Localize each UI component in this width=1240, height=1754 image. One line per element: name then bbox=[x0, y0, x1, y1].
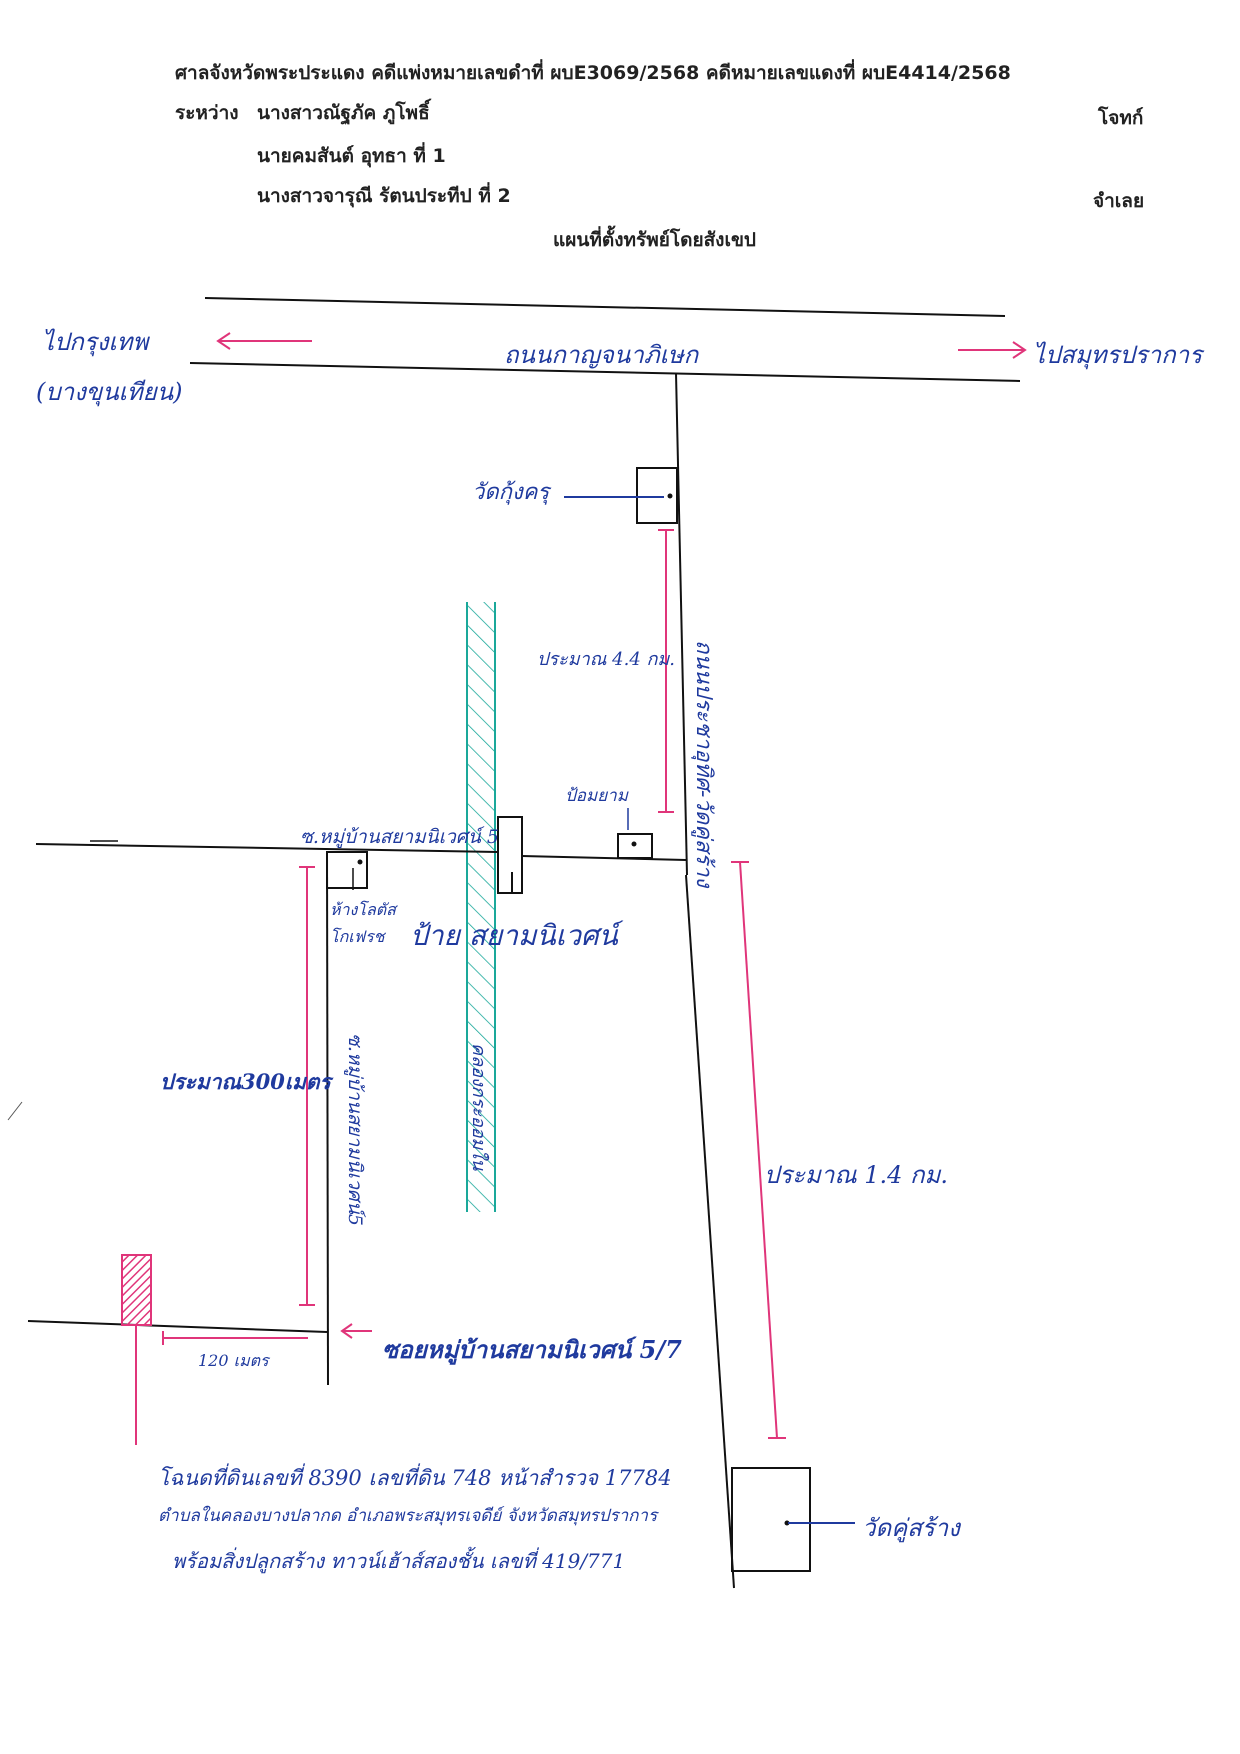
main-road-top-line bbox=[204, 297, 1006, 317]
soi-village5-road bbox=[35, 843, 499, 853]
label-lotus-store: ห้างโลตัส bbox=[330, 900, 396, 919]
side-road-left-edge bbox=[675, 372, 688, 876]
side-road-edge-lower bbox=[685, 874, 735, 1589]
lotus-store-box bbox=[326, 851, 368, 889]
canal-band bbox=[467, 602, 495, 1212]
label-police-box: ป้อมยาม bbox=[565, 786, 628, 806]
defendant-role: จำเลย bbox=[1093, 190, 1145, 212]
label-distance-120m: 120 เมตร bbox=[198, 1351, 269, 1370]
label-soi-5-7: ซอยหมู่บ้านสยามนิเวศน์ 5/7 bbox=[382, 1335, 682, 1364]
main-road-bottom-line bbox=[189, 362, 1021, 382]
dimension-1-4km bbox=[739, 861, 778, 1439]
soi-vertical-road bbox=[326, 851, 329, 1386]
label-lotus-store-2: โกเฟรช bbox=[330, 927, 385, 946]
label-wat-ku-sang: วัดคู่สร้าง bbox=[862, 1514, 960, 1542]
label-side-road: ถนนประชาอุทิศ-วัดคู่สร้าง bbox=[691, 640, 716, 888]
label-soi-vertical: ซ.หมู่บ้านสยามนิเวศน์5 bbox=[344, 1033, 366, 1226]
siam-niwet-sign bbox=[497, 816, 523, 894]
soi-5-7-road bbox=[27, 1320, 328, 1333]
wat-kung-kru-dot bbox=[667, 493, 673, 499]
plaintiff-name: นางสาวณัฐภัค ภูโพธิ์ bbox=[257, 102, 430, 124]
label-to-bangkok: ไปกรุงเทพ bbox=[42, 328, 149, 356]
label-distance-4-4km: ประมาณ 4.4 กม. bbox=[537, 649, 675, 670]
wat-kung-kru-box bbox=[636, 467, 678, 524]
defendant-1: นายคมสันต์ อุทธา ที่ 1 bbox=[257, 145, 446, 167]
police-box bbox=[617, 833, 653, 859]
label-sign: ป้าย สยามนิเวศน์ bbox=[410, 919, 618, 952]
property-deed-line-2: ตำบลในคลองบางปลากด อำเภอพระสมุทรเจดีย์ จ… bbox=[158, 1506, 658, 1526]
soi-village5-road-right bbox=[521, 855, 687, 861]
property-deed-line-3: พร้อมสิ่งปลูกสร้าง ทาวน์เฮ้าส์สองชั้น เล… bbox=[172, 1549, 626, 1573]
label-canal: คลองกระออมใน bbox=[468, 1043, 489, 1171]
label-soi-village5: ซ.หมู่บ้านสยามนิเวศน์ 5 bbox=[300, 826, 499, 848]
label-distance-1-4km: ประมาณ 1.4 กม. bbox=[764, 1161, 948, 1189]
defendant-2: นางสาวจารุณี รัตนประทีป ที่ 2 bbox=[257, 185, 511, 207]
label-main-road: ถนนกาญจนาภิเษก bbox=[504, 341, 699, 369]
arrow-soi-5-7 bbox=[340, 1323, 372, 1339]
label-distance-300m: ประมาณ300เมตร bbox=[160, 1069, 331, 1094]
label-to-bangkok-sub: (บางขุนเทียน) bbox=[36, 378, 183, 406]
plaintiff-role: โจทก์ bbox=[1098, 107, 1144, 129]
between-label: ระหว่าง bbox=[175, 102, 239, 124]
map-title: แผนที่ตั้งทรัพย์โดยสังเขป bbox=[553, 229, 756, 251]
label-to-samutprakan: ไปสมุทรปราการ bbox=[1033, 341, 1202, 369]
arrow-to-samutprakan bbox=[958, 341, 1027, 359]
property-marker bbox=[121, 1254, 152, 1326]
wat-ku-sang-box bbox=[731, 1467, 811, 1572]
court-case-line: ศาลจังหวัดพระประแดง คดีแพ่งหมายเลขดำที่ … bbox=[175, 62, 1011, 84]
arrow-to-bangkok bbox=[216, 332, 312, 350]
property-deed-line-1: โฉนดที่ดินเลขที่ 8390 เลขที่ดิน 748 หน้า… bbox=[158, 1466, 672, 1490]
label-wat-kung-kru: วัดกุ้งครุ bbox=[472, 480, 550, 505]
